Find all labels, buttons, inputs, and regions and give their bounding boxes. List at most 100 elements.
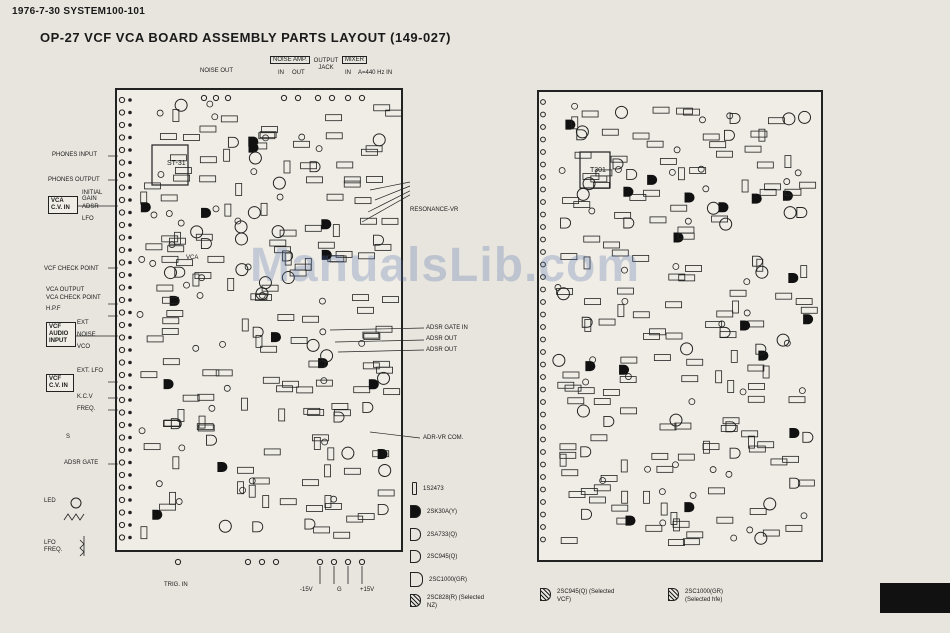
resistor xyxy=(357,513,375,520)
pad xyxy=(156,109,164,117)
pad xyxy=(276,193,284,201)
electrolytic-capacitor xyxy=(556,287,570,301)
resistor xyxy=(160,194,178,202)
resistor xyxy=(361,148,378,156)
transistor xyxy=(603,415,615,427)
resistor xyxy=(304,224,322,232)
resistor xyxy=(331,402,349,410)
edge-pin-pad xyxy=(128,198,132,202)
edge-pin-pad xyxy=(128,335,132,340)
capacitor xyxy=(327,447,335,461)
label-adr-vr-com: ADR-VR COM. xyxy=(423,435,464,441)
resistor xyxy=(269,239,287,247)
mark-t301: T301 xyxy=(590,167,606,174)
pad xyxy=(206,100,214,108)
resistor xyxy=(665,301,683,309)
electrolytic-capacitor xyxy=(763,497,777,511)
capacitor xyxy=(620,459,628,473)
resistor xyxy=(145,243,163,251)
group-vcf-audio-input: VCF AUDIO INPUT xyxy=(46,322,76,347)
edge-pin xyxy=(540,236,546,243)
edge-pin xyxy=(540,249,546,255)
edge-pin-pad xyxy=(128,348,132,352)
top-pin xyxy=(358,94,366,102)
resistor xyxy=(343,467,361,475)
pad xyxy=(688,398,696,406)
legend-item-npn-selected: 2SC828(R) (Selected NZ) xyxy=(410,594,487,610)
edge-pin xyxy=(118,196,126,204)
pad xyxy=(319,328,327,336)
resistor xyxy=(258,132,276,140)
resistor xyxy=(559,443,577,451)
pad xyxy=(746,526,754,534)
edge-pin xyxy=(118,521,126,529)
resistor xyxy=(279,498,297,506)
label-noise-amp: NOISE AMP. xyxy=(270,56,310,64)
pad xyxy=(258,292,266,299)
resistor xyxy=(705,321,723,329)
resistor xyxy=(166,310,184,317)
pad xyxy=(672,263,680,270)
resistor xyxy=(327,255,345,263)
capacitor xyxy=(223,148,231,162)
edge-pin xyxy=(118,96,126,104)
capacitor xyxy=(237,481,244,495)
resistor xyxy=(163,419,181,427)
pad xyxy=(794,169,802,177)
edge-pin-pad xyxy=(128,485,132,490)
electrolytic-capacitor xyxy=(798,110,812,124)
resistor xyxy=(276,385,293,393)
leader-line xyxy=(369,431,421,439)
label-phones-input: PHONES INPUT xyxy=(52,152,98,158)
resistor xyxy=(611,249,629,257)
pad xyxy=(321,438,329,446)
led-icon xyxy=(70,497,82,509)
group-vcf-cv-in: VCF C.V. IN xyxy=(46,374,74,392)
edge-pin-pad xyxy=(128,398,132,402)
resistor xyxy=(358,252,375,260)
resistor xyxy=(176,259,193,267)
resistor xyxy=(325,132,343,140)
capacitor xyxy=(571,116,579,130)
capacitor xyxy=(583,256,591,270)
bottom-pin xyxy=(358,558,366,566)
resistor xyxy=(302,315,319,323)
edge-pin xyxy=(540,274,546,280)
edge-pin xyxy=(118,359,126,366)
resistor xyxy=(377,489,395,497)
edge-pin xyxy=(118,271,126,279)
fet-transistor xyxy=(321,249,332,260)
resistor xyxy=(197,424,215,432)
pad xyxy=(783,178,791,185)
transistor xyxy=(580,446,592,458)
header-date: 1976-7-30 xyxy=(12,6,61,17)
fet-transistor xyxy=(788,272,799,283)
resistor xyxy=(362,331,380,339)
edge-pin xyxy=(118,246,126,254)
fet-transistor xyxy=(248,136,259,147)
pad xyxy=(668,168,676,176)
resistor xyxy=(220,115,238,123)
edge-pin xyxy=(540,136,546,143)
resistor xyxy=(602,389,620,396)
capacitor xyxy=(304,257,312,271)
capacitor xyxy=(140,526,148,540)
edge-pin xyxy=(118,296,126,304)
pad xyxy=(672,461,679,469)
electrolytic-capacitor xyxy=(582,177,596,191)
transistor xyxy=(200,238,212,250)
resistor xyxy=(170,154,187,162)
label-lfo-freq: LFO FREQ. xyxy=(44,540,63,553)
electrolytic-capacitor xyxy=(776,333,790,347)
electrolytic-capacitor xyxy=(163,266,177,280)
fet-transistor xyxy=(789,427,800,438)
edge-pin-pad xyxy=(128,223,132,227)
resistor xyxy=(303,407,321,415)
transistor xyxy=(362,402,374,413)
resistor xyxy=(300,162,317,170)
resistor xyxy=(702,443,720,451)
edge-pin xyxy=(118,109,126,116)
edge-pin-pad xyxy=(128,385,132,390)
edge-pin xyxy=(118,396,126,404)
pad xyxy=(175,498,183,505)
